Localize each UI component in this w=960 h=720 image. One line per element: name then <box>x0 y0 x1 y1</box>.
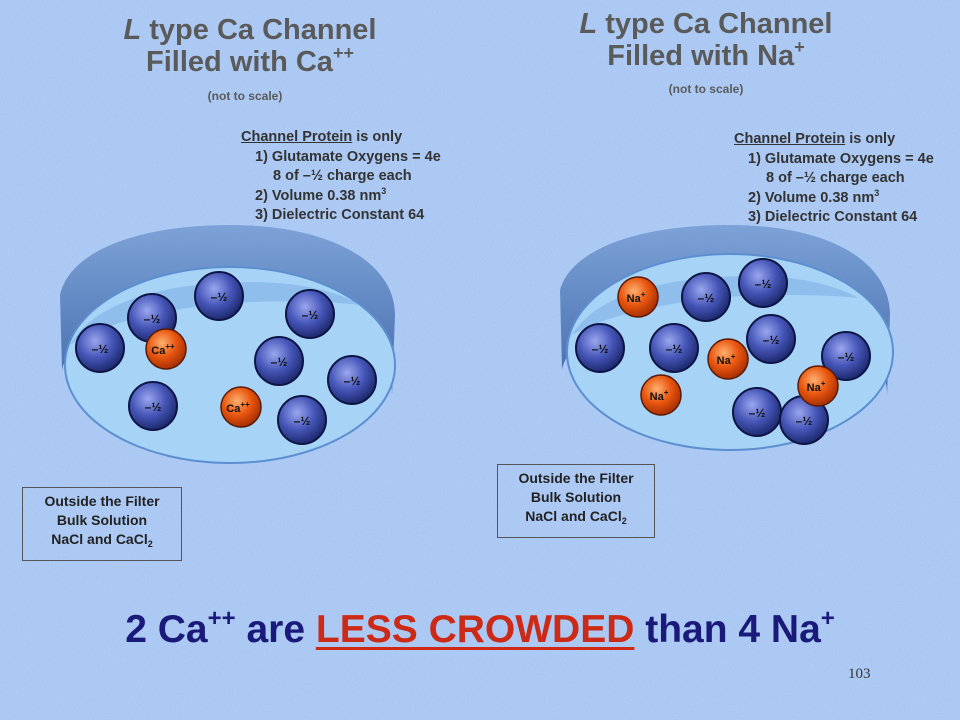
oxygen-particle: –½ <box>285 289 335 339</box>
left-scale-note: (not to scale) <box>207 89 283 103</box>
left-protein-properties: Channel Protein is only 1) Glutamate Oxy… <box>241 128 441 226</box>
oxygen-particle: –½ <box>779 395 829 445</box>
oxygen-particle: –½ <box>738 258 788 308</box>
svg-text:–½: –½ <box>344 374 361 388</box>
oxygen-particle: –½ <box>575 323 625 373</box>
svg-text:–½: –½ <box>796 414 813 428</box>
left-property-3: 3) Dielectric Constant 64 <box>255 207 425 223</box>
svg-text:–½: –½ <box>749 406 766 420</box>
conclusion-statement: 2 Ca++ are LESS CROWDED than 4 Na+ <box>0 605 960 652</box>
conclusion-part1: 2 Ca <box>125 608 208 651</box>
right-bulk-line2: Bulk Solution <box>530 489 622 505</box>
svg-text:–½: –½ <box>666 342 683 356</box>
conclusion-part1-charge: ++ <box>207 605 236 632</box>
svg-text:–½: –½ <box>698 291 715 305</box>
right-title-line1: L type Ca Channel <box>579 8 833 40</box>
oxygen-particle: –½ <box>732 387 782 437</box>
svg-text:–½: –½ <box>592 342 609 356</box>
conclusion-emphasis: LESS CROWDED <box>315 608 635 651</box>
sodium-ion: Na+ <box>797 365 839 407</box>
svg-text:Ca++: Ca++ <box>226 400 250 415</box>
right-property-2: 2) Volume 0.38 nm3 <box>748 187 880 206</box>
svg-text:–½: –½ <box>92 342 109 356</box>
right-protein-heading: Channel Protein is only <box>734 131 896 147</box>
oxygen-particle: –½ <box>277 395 327 445</box>
left-property-1: 1) Glutamate Oxygens = 4e <box>255 148 441 165</box>
svg-text:–½: –½ <box>211 290 228 304</box>
svg-text:–½: –½ <box>763 333 780 347</box>
sodium-ion: Na+ <box>617 276 659 318</box>
oxygen-particle: –½ <box>649 323 699 373</box>
svg-text:–½: –½ <box>145 400 162 414</box>
page-number: 103 <box>848 666 871 682</box>
left-property-2: 2) Volume 0.38 nm3 <box>255 185 387 204</box>
left-title-line1: L type Ca Channel <box>123 14 377 46</box>
svg-text:–½: –½ <box>302 308 319 322</box>
svg-text:Na+: Na+ <box>650 388 669 403</box>
right-bulk-solution-box: Outside the Filter Bulk Solution NaCl an… <box>497 464 655 538</box>
left-bulk-line1: Outside the Filter <box>44 493 160 509</box>
right-property-1: 1) Glutamate Oxygens = 4e <box>748 150 934 167</box>
svg-text:–½: –½ <box>755 277 772 291</box>
svg-text:Na+: Na+ <box>627 290 646 305</box>
right-title-line2: Filled with Na+ <box>607 37 805 72</box>
sodium-ion: Na+ <box>640 374 682 416</box>
conclusion-part2: are <box>235 608 316 651</box>
oxygen-particle: –½ <box>746 314 796 364</box>
left-bulk-line3: NaCl and CaCl2 <box>51 531 153 549</box>
right-scale-note: (not to scale) <box>668 82 744 96</box>
left-bulk-solution-box: Outside the Filter Bulk Solution NaCl an… <box>22 487 182 561</box>
oxygen-particle: –½ <box>681 272 731 322</box>
oxygen-particle: –½ <box>327 355 377 405</box>
oxygen-particle: –½ <box>254 336 304 386</box>
oxygen-particle: –½ <box>75 323 125 373</box>
right-bulk-line1: Outside the Filter <box>518 470 634 486</box>
svg-text:–½: –½ <box>838 350 855 364</box>
svg-text:Ca++: Ca++ <box>151 342 175 357</box>
right-property-3: 3) Dielectric Constant 64 <box>748 209 918 225</box>
left-bulk-line2: Bulk Solution <box>56 512 148 528</box>
svg-text:–½: –½ <box>271 355 288 369</box>
svg-text:–½: –½ <box>144 312 161 326</box>
svg-text:Na+: Na+ <box>807 379 826 394</box>
calcium-ion: Ca++ <box>220 386 262 428</box>
left-title-line2: Filled with Ca++ <box>146 43 354 78</box>
oxygen-particle: –½ <box>194 271 244 321</box>
particles-left: –½ –½ –½ –½ –½ –½ –½ –½ Ca++ Ca++ <box>75 271 377 445</box>
left-title: L type Ca Channel Filled with Ca++ <box>90 14 410 78</box>
channel-left-wall <box>60 225 395 395</box>
left-protein-heading: Channel Protein is only <box>241 129 403 145</box>
right-property-1b: 8 of –½ charge each <box>766 170 905 186</box>
calcium-ion: Ca++ <box>145 328 187 370</box>
right-protein-properties: Channel Protein is only 1) Glutamate Oxy… <box>734 130 934 228</box>
right-bulk-line3: NaCl and CaCl2 <box>525 508 627 526</box>
sodium-ion: Na+ <box>707 338 749 380</box>
conclusion-part3: than 4 Na <box>634 608 821 651</box>
right-title: L type Ca Channel Filled with Na+ <box>546 8 866 72</box>
particles-right: –½ –½ –½ –½ –½ –½ –½ –½ Na+ Na+ Na+ Na+ <box>575 258 871 445</box>
svg-text:–½: –½ <box>294 414 311 428</box>
left-property-1b: 8 of –½ charge each <box>273 168 412 184</box>
svg-text:Na+: Na+ <box>717 352 736 367</box>
conclusion-part3-charge: + <box>820 605 835 632</box>
oxygen-particle: –½ <box>128 381 178 431</box>
oxygen-particle: –½ <box>821 331 871 381</box>
